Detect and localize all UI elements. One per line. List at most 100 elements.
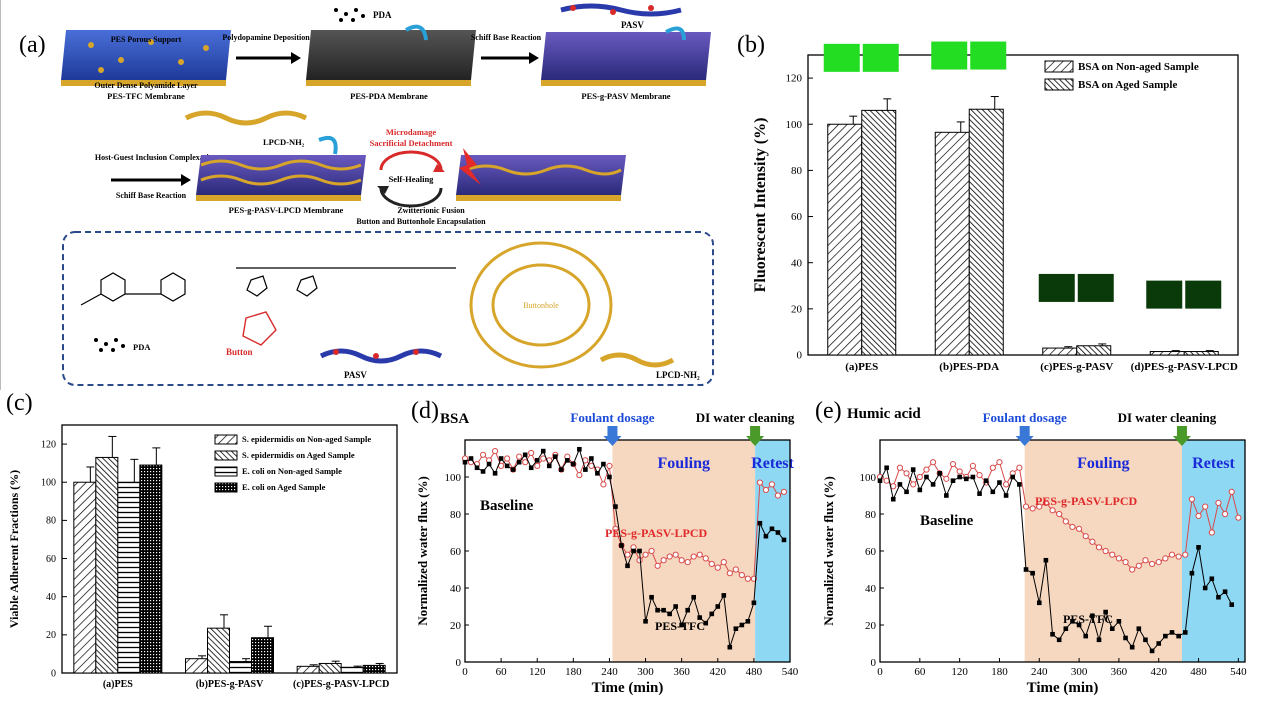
point-1-28 — [631, 548, 636, 554]
point-1-31 — [1083, 633, 1089, 639]
schematic-panel: PES Porous Support Outer Dense Polyamide… — [0, 0, 721, 390]
point-1-14 — [970, 474, 976, 480]
marker-label-0: Foulant dosage — [570, 410, 654, 425]
point-1-44 — [727, 644, 733, 650]
x-tick-label-9: 540 — [1230, 666, 1247, 678]
x-tick-label-6: 360 — [1111, 666, 1128, 678]
x-tick-label-6: 360 — [673, 666, 690, 678]
point-1-4 — [904, 489, 909, 495]
panel-label-d: (d) — [411, 398, 439, 424]
point-0-23 — [600, 481, 607, 488]
point-0-53 — [780, 488, 788, 495]
bar-2-1 — [229, 661, 252, 674]
point-0-29 — [636, 557, 643, 564]
lpcd-chain — [184, 110, 308, 126]
button-label: Button — [226, 347, 253, 357]
chart-title: BSA — [440, 411, 469, 427]
point-1-50 — [1209, 576, 1215, 582]
point-0-22 — [1022, 503, 1030, 510]
point-1-39 — [697, 615, 703, 620]
plot-frame — [807, 54, 1239, 356]
point-0-42 — [1155, 559, 1162, 566]
point-1-23 — [601, 461, 606, 467]
x-tick-label-2: (c)PES-g-PASV — [1040, 361, 1113, 373]
point-1-41 — [709, 611, 715, 617]
pda-dots — [334, 8, 365, 22]
y-tick-label-5: 100 — [41, 478, 56, 489]
pes-tfc-membrane-label: PES-TFC Membrane — [107, 91, 185, 101]
bar-0-1 — [934, 131, 970, 356]
point-0-40 — [1142, 557, 1149, 564]
point-0-15 — [976, 472, 983, 479]
point-1-48 — [751, 600, 757, 606]
outer-dense-layer-label: Outer Dense Polyamide Layer — [94, 81, 198, 90]
point-1-49 — [757, 520, 763, 526]
panel-label-b: (b) — [737, 32, 765, 58]
point-1-53 — [1229, 602, 1235, 607]
point-1-17 — [990, 489, 996, 495]
y-tick-label-3: 60 — [865, 546, 877, 558]
point-1-6 — [498, 456, 504, 461]
legend-swatch-1 — [1044, 78, 1074, 91]
legend-label-2: E. coli on Non-aged Sample — [242, 466, 342, 476]
point-1-8 — [930, 482, 936, 487]
legend-label-1: BSA on Aged Sample — [1078, 79, 1177, 91]
fluorescence-image-1-b — [970, 41, 1007, 70]
point-1-43 — [1163, 633, 1168, 639]
region-1 — [1181, 440, 1245, 662]
healing-arrow — [379, 187, 443, 208]
x-tick-label-8: 480 — [746, 666, 763, 678]
point-0-32 — [654, 562, 661, 569]
self-healing-label: Self-Healing — [389, 174, 435, 184]
point-0-54 — [1235, 514, 1242, 521]
point-1-51 — [1216, 594, 1221, 600]
point-1-46 — [1182, 630, 1188, 635]
point-0-37 — [684, 559, 691, 566]
point-1-33 — [1096, 637, 1102, 643]
point-0-52 — [1221, 510, 1229, 518]
y-tick-label-4: 80 — [865, 509, 877, 521]
x-tick-label-4: 240 — [1031, 666, 1048, 678]
y-tick-label-3: 60 — [450, 546, 462, 558]
sacrificial-detachment-label: Sacrificial Detachment — [370, 138, 453, 148]
x-tick-label-2: 120 — [529, 666, 546, 678]
pda-legend-label: PDA — [133, 342, 151, 352]
y-tick-label-4: 80 — [791, 165, 803, 177]
point-1-10 — [944, 493, 949, 498]
button-encapsulation-label: Button and Buttonhole Encapsulation — [356, 217, 486, 226]
y-tick-label-2: 40 — [865, 583, 877, 595]
point-0-31 — [1082, 533, 1089, 540]
point-0-34 — [1102, 547, 1109, 555]
x-tick-label-7: 420 — [710, 666, 727, 678]
point-1-0 — [877, 478, 883, 483]
point-1-30 — [1076, 622, 1082, 628]
point-1-2 — [890, 496, 896, 502]
point-1-18 — [997, 480, 1002, 485]
damaged-membrane-graphic — [456, 148, 626, 201]
point-1-47 — [1189, 570, 1195, 576]
host-guest-label: Host-Guest Inclusion Complexation — [95, 153, 218, 162]
point-1-5 — [492, 471, 498, 476]
pes-g-pasv-lpcd-membrane-graphic — [196, 155, 366, 201]
bar-0-2 — [1042, 347, 1078, 356]
pes-pda-membrane-graphic — [306, 30, 476, 86]
point-0-50 — [1208, 529, 1215, 536]
point-1-13 — [963, 476, 969, 482]
point-0-12 — [956, 468, 963, 475]
point-0-45 — [732, 566, 739, 573]
x-tick-label-7: 420 — [1150, 666, 1167, 678]
marker-label-1: DI water cleaning — [696, 410, 795, 425]
point-1-45 — [1176, 633, 1181, 639]
y-tick-label-0: 0 — [797, 350, 803, 362]
point-0-36 — [678, 557, 685, 564]
series-label-1: PES-TFC — [1063, 612, 1113, 626]
baseline-label: Baseline — [920, 513, 974, 529]
point-0-41 — [1148, 560, 1156, 568]
point-0-8 — [929, 459, 937, 466]
point-1-35 — [673, 604, 678, 609]
pasv-chain — [560, 3, 682, 17]
point-0-30 — [642, 551, 649, 558]
marker-label-1: DI water cleaning — [1118, 410, 1217, 425]
bar-2-2 — [340, 666, 364, 674]
fluorescence-image-0-b — [862, 43, 899, 72]
